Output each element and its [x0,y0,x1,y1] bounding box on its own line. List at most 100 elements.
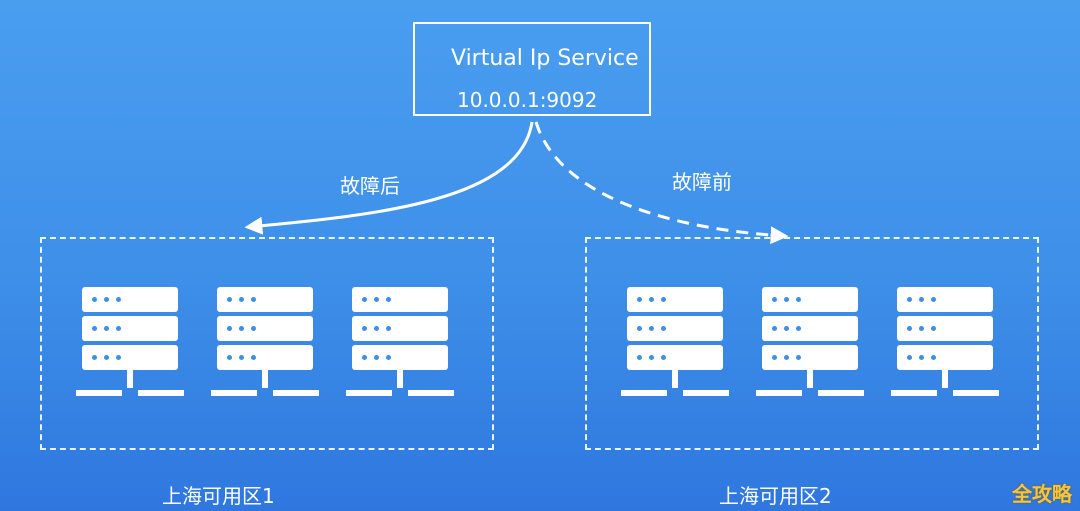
server-unit [627,287,723,312]
watermark-logo: 全攻略 [1012,482,1072,506]
server-icon [756,287,864,399]
server-icon [211,287,319,399]
server-unit [762,316,858,341]
server-base-r [818,390,864,396]
server-led [386,355,391,360]
server-led [374,297,379,302]
server-icon [891,287,999,399]
server-led [227,297,232,302]
server-led [772,297,777,302]
server-led [116,355,121,360]
server-unit [352,287,448,312]
server-led [907,355,912,360]
server-unit [217,287,313,312]
server-led [661,297,666,302]
server-led [227,355,232,360]
server-led [784,355,789,360]
server-led [649,326,654,331]
server-unit [762,345,858,370]
server-led [374,326,379,331]
server-led [784,326,789,331]
server-led [104,297,109,302]
server-led [239,326,244,331]
server-stem [807,370,813,388]
server-led [251,297,256,302]
server-base-l [891,390,937,396]
server-led [92,326,97,331]
server-led [239,297,244,302]
server-led [931,297,936,302]
availability-zone-1 [40,237,494,450]
server-led [919,355,924,360]
server-led [362,326,367,331]
server-base-r [273,390,319,396]
server-base-l [76,390,122,396]
server-stem [262,370,268,388]
server-base-l [756,390,802,396]
server-led [931,355,936,360]
server-unit [217,316,313,341]
server-base-r [953,390,999,396]
server-led [907,297,912,302]
server-led [386,326,391,331]
server-led [919,326,924,331]
server-unit [897,287,993,312]
server-led [919,297,924,302]
server-icon [621,287,729,399]
arrow-after-failure [244,121,534,235]
server-led [374,355,379,360]
server-led [637,355,642,360]
server-unit [897,316,993,341]
server-led [637,297,642,302]
server-unit [352,345,448,370]
server-unit [627,345,723,370]
server-led [907,326,912,331]
server-base-l [211,390,257,396]
server-unit [352,316,448,341]
server-stem [672,370,678,388]
server-led [104,355,109,360]
server-unit [82,287,178,312]
server-led [104,326,109,331]
server-led [784,297,789,302]
server-led [386,297,391,302]
server-icon [76,287,184,399]
server-unit [762,287,858,312]
label-after-failure: 故障后 [340,174,400,198]
server-unit [82,345,178,370]
server-unit [897,345,993,370]
zone-2-label: 上海可用区2 [719,484,832,508]
server-led [92,355,97,360]
server-led [116,326,121,331]
label-before-failure: 故障前 [672,170,732,194]
server-stem [397,370,403,388]
availability-zone-2 [585,237,1039,450]
server-base-l [346,390,392,396]
server-led [796,326,801,331]
server-led [649,355,654,360]
server-unit [627,316,723,341]
server-unit [217,345,313,370]
server-unit [82,316,178,341]
zone-1-label: 上海可用区1 [162,484,275,508]
server-base-r [408,390,454,396]
vip-address: 10.0.0.1:9092 [457,88,598,112]
server-led [251,355,256,360]
server-base-r [138,390,184,396]
virtual-ip-service-box: Virtual Ip Service 10.0.0.1:9092 [413,22,651,116]
server-led [772,326,777,331]
server-led [116,297,121,302]
server-led [772,355,777,360]
server-led [796,297,801,302]
arrow-before-failure [534,121,789,245]
server-stem [942,370,948,388]
server-base-r [683,390,729,396]
server-led [362,297,367,302]
vip-title: Virtual Ip Service [451,46,639,71]
server-led [649,297,654,302]
server-led [227,326,232,331]
server-led [92,297,97,302]
server-led [251,326,256,331]
server-base-l [621,390,667,396]
